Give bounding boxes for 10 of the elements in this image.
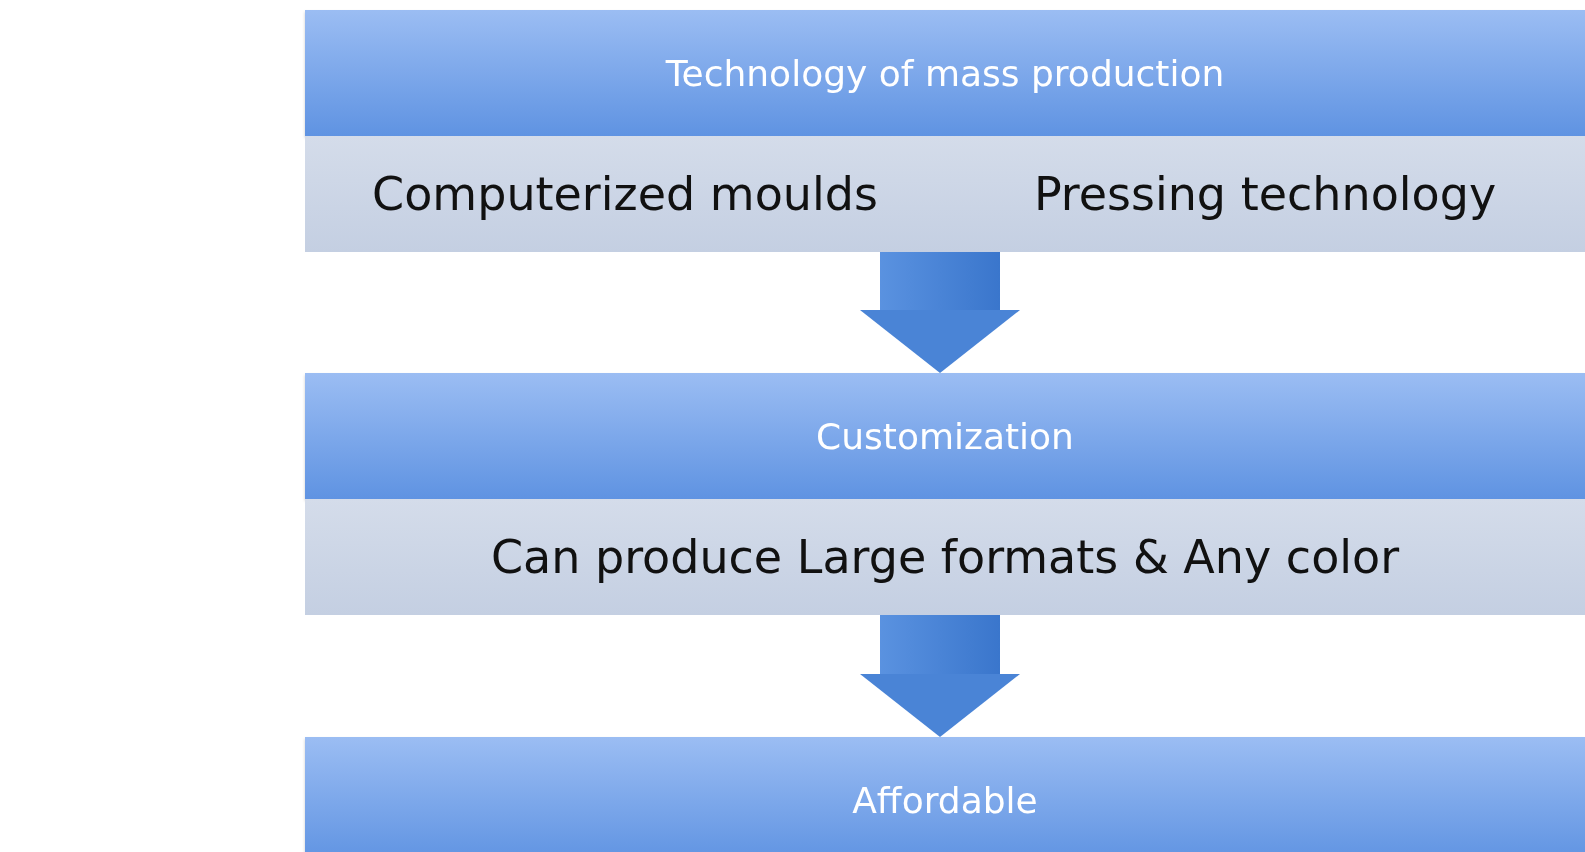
body-text: Computerized moulds (345, 136, 905, 252)
header-band: Affordable (305, 737, 1585, 852)
body-text: Pressing technology (965, 136, 1565, 252)
header-band: Customization (305, 373, 1585, 499)
block-arrow (860, 252, 1020, 373)
body-text: Can produce Large formats & Any color (489, 529, 1401, 586)
header-band: Technology of mass production (305, 10, 1585, 136)
process-panel (305, 10, 1585, 252)
process-panel (305, 373, 1585, 615)
block-arrow (860, 615, 1020, 737)
